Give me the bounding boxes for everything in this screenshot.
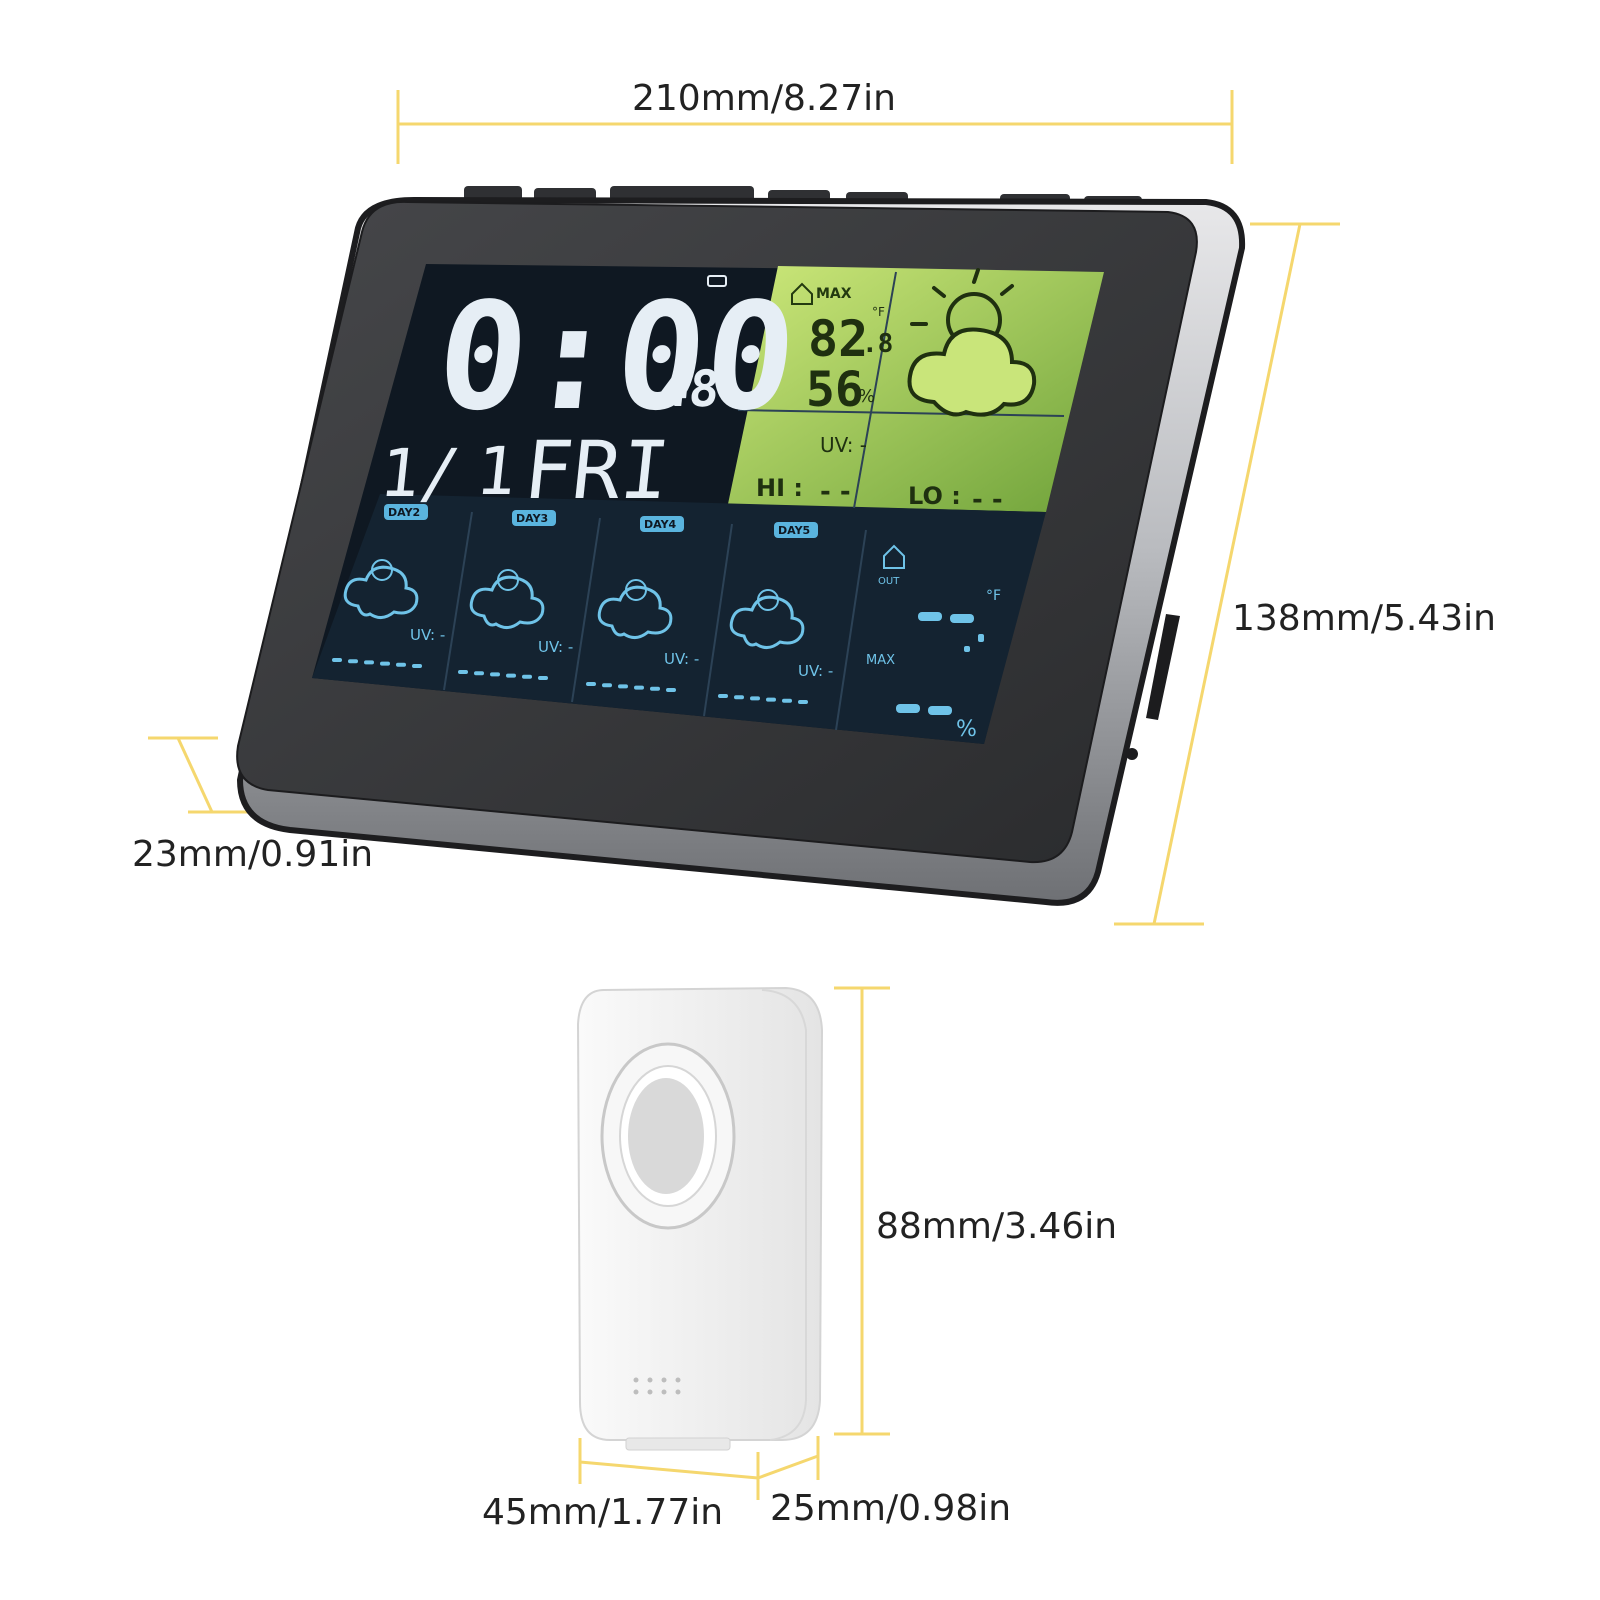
forecast-day-tag: DAY2 — [388, 506, 420, 519]
forecast-day-tag: DAY4 — [644, 518, 677, 531]
forecast-dash — [734, 695, 744, 700]
width-dimension-label: 210mm/8.27in — [632, 78, 896, 119]
forecast-dash — [618, 684, 628, 689]
forecast-dash — [396, 662, 406, 667]
house-icon — [791, 282, 813, 305]
forecast-dash — [798, 700, 808, 704]
sun-icon — [497, 569, 519, 591]
battery-icon — [707, 275, 727, 287]
uv-label: UV: - — [820, 433, 867, 457]
forecast-day-tag: DAY5 — [778, 524, 810, 537]
forecast-uv: UV: - — [538, 638, 573, 656]
forecast-dash — [506, 673, 516, 678]
forecast-day-tag-bg — [384, 504, 428, 520]
forecast-dash — [602, 683, 612, 688]
sensor-width-dimension-line — [578, 1438, 760, 1500]
forecast-dash — [586, 682, 596, 686]
forecast-dash — [538, 676, 548, 680]
forecast-dash — [458, 670, 468, 674]
partly-cloudy-icon — [907, 268, 1037, 417]
forecast-dash — [332, 658, 342, 662]
max-label: MAX — [816, 286, 852, 302]
lo-label: LO : — [908, 482, 961, 510]
forecast-dash — [348, 659, 358, 664]
partly-cloudy-icon — [343, 565, 419, 619]
date-month: 1/ — [376, 435, 464, 512]
partly-cloudy-icon — [597, 585, 673, 639]
forecast-dash — [666, 688, 676, 692]
forecast-uv: UV: - — [798, 662, 833, 680]
outdoor-sensor — [576, 986, 824, 1451]
indoor-humidity: 56 — [806, 362, 864, 418]
sensor-depth-label: 25mm/0.98in — [770, 1488, 1012, 1529]
side-port — [1146, 614, 1180, 720]
forecast-dash — [364, 660, 374, 665]
sensor-foot — [625, 1437, 731, 1451]
height-dimension-label: 138mm/5.43in — [1232, 598, 1496, 639]
sensor-height-label: 88mm/3.46in — [876, 1206, 1118, 1247]
sun-icon — [625, 579, 647, 601]
sensor-width-label: 45mm/1.77in — [482, 1492, 724, 1533]
date-day: 1 — [472, 433, 520, 510]
forecast-day-tag-bg — [512, 510, 556, 526]
sensor-depth-dimension-line — [757, 1436, 820, 1480]
forecast-day-tag: DAY3 — [516, 512, 548, 525]
outdoor-temp-unit: °F — [986, 588, 1001, 604]
height-dimension-line — [1114, 222, 1340, 926]
hi-label: HI : — [756, 474, 803, 502]
lo-value: - - — [972, 485, 1003, 515]
forecast-dash — [718, 694, 728, 698]
sensor-window — [628, 1078, 704, 1194]
partly-cloudy-icon — [729, 595, 805, 649]
forecast-day-tag-bg — [774, 522, 818, 538]
forecast-uv: UV: - — [410, 626, 445, 644]
forecast-dash — [412, 664, 422, 668]
forecast-dash — [750, 696, 760, 701]
hi-value: - - — [820, 477, 851, 507]
humidity-unit: % — [858, 386, 875, 407]
forecast-dash — [782, 698, 792, 703]
forecast-dash — [380, 661, 390, 666]
indoor-temperature: 82 — [808, 310, 868, 368]
forecast-separators — [443, 271, 1065, 731]
forecast-dash — [766, 697, 776, 702]
weather-station-console: 0:00 48 1/ 1 FRI MAX 82 .8 °F 56 % UV: -… — [236, 186, 1246, 906]
outdoor-segments — [896, 612, 984, 715]
side-jack — [1126, 748, 1138, 760]
outdoor-max-label: MAX — [866, 653, 895, 668]
forecast-dash — [522, 674, 532, 679]
partly-cloudy-icon — [469, 575, 545, 629]
sun-icon — [757, 589, 779, 611]
weekday: FRI — [520, 424, 674, 517]
width-dimension-line — [396, 90, 1234, 164]
outdoor-label: OUT — [878, 576, 900, 587]
outdoor-humidity-unit: % — [956, 717, 977, 742]
sensor-height-dimension-line — [834, 986, 890, 1436]
forecast-dash — [490, 672, 500, 677]
sensor-vent — [633, 1377, 681, 1395]
depth-dimension-label: 23mm/0.91in — [132, 834, 374, 875]
forecast-uv: UV: - — [664, 650, 699, 668]
forecast-day-tag-bg — [640, 516, 684, 532]
depth-dimension-line — [148, 736, 248, 814]
lcd-screen: 0:00 48 1/ 1 FRI MAX 82 .8 °F 56 % UV: -… — [312, 264, 1104, 744]
forecast-dash — [650, 686, 660, 691]
forecast-dash — [634, 685, 644, 690]
outdoor-house-icon — [883, 544, 905, 569]
temperature-unit: °F — [872, 305, 885, 319]
clock-seconds: 48 — [656, 359, 722, 418]
forecast-dash — [474, 671, 484, 676]
sun-icon — [371, 559, 393, 581]
indoor-temperature-decimal: .8 — [862, 329, 893, 359]
clock-time: 0:00 — [429, 270, 804, 443]
